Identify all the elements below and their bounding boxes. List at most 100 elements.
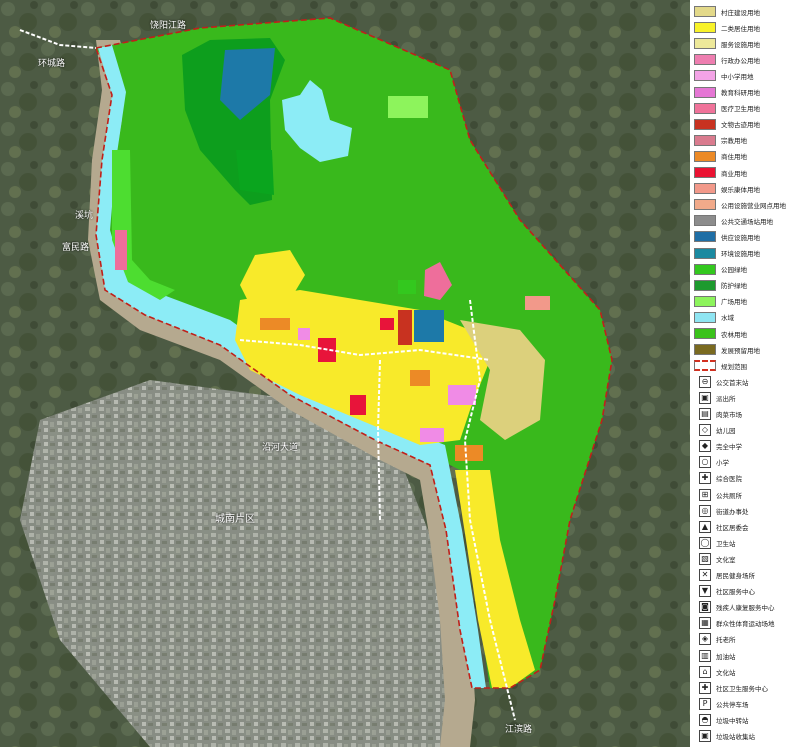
legend-label: 发展预留用地 [721, 346, 760, 355]
legend-item: 行政办公用地 [694, 52, 760, 67]
legend-swatch [694, 360, 716, 372]
legend-label: 公交首末站 [716, 378, 749, 387]
legend-label: 小学 [716, 459, 729, 468]
police-station-icon: ▣ [699, 391, 711, 404]
legend-swatch [694, 215, 716, 227]
legend-item: ▥加油站 [694, 648, 736, 663]
legend-item: 公园绿地 [694, 262, 747, 277]
legend-item: 文物古迹用地 [694, 117, 760, 132]
legend-label: 教育科研用地 [721, 89, 760, 97]
education-block [420, 428, 444, 442]
legend-swatch [694, 6, 716, 17]
legend-label: 加油站 [716, 652, 736, 661]
legend-label: 街道办事处 [716, 507, 749, 516]
plaza-block [398, 280, 416, 294]
legend-label: 公共厕所 [716, 491, 742, 500]
legend-item: ▧文化室 [694, 551, 736, 566]
mixed-use-block [410, 370, 430, 386]
legend-label: 供应设施用地 [721, 233, 760, 242]
legend-item: 二类居住用地 [694, 20, 760, 35]
legend-label: 娱乐康体用地 [721, 185, 760, 194]
legend-label: 社区卫生服务中心 [716, 684, 768, 693]
legend-swatch [694, 22, 716, 34]
legend-item: ◇ 幼儿园 [694, 423, 736, 438]
legend-swatch [694, 118, 716, 130]
legend-item: ⊞ 公共厕所 [694, 487, 742, 502]
legend-swatch [694, 70, 716, 82]
legend-item: ◎ 街道办事处 [694, 503, 749, 518]
legend-label: 公用设施营业网点用地 [721, 201, 786, 210]
legend-item: ◯卫生站 [694, 535, 736, 550]
legend-swatch [694, 199, 716, 211]
parking-icon: P [699, 697, 711, 710]
legend-swatch [694, 134, 716, 146]
commercial-block [350, 395, 366, 415]
culture-station-icon: ⌂ [699, 665, 711, 678]
legend-swatch [694, 247, 716, 259]
community-committee-icon: ▲ [699, 520, 711, 533]
legend-label: 垃圾站收集站 [716, 733, 755, 741]
legend-swatch [694, 344, 716, 356]
lake [282, 80, 352, 162]
legend-item: ◓ 垃圾中转站 [694, 712, 749, 727]
legend-item: ✕居民健身场所 [694, 568, 755, 583]
road [19, 29, 97, 49]
road-label-center: 沿河大道 [262, 443, 299, 453]
legend-swatch [694, 311, 716, 323]
utility-block [414, 310, 444, 342]
legend-label: 垃圾中转站 [716, 716, 749, 725]
legend-label: 文物古迹用地 [721, 121, 760, 130]
legend-item: ▦群众性体育运动场地 [694, 616, 775, 631]
legend-swatch [694, 295, 716, 307]
legend-item: 商住用地 [694, 149, 747, 164]
admin-block [424, 262, 452, 300]
garbage-collection-icon: ▣ [699, 730, 711, 742]
bus-terminal-icon: ⊖ [699, 375, 711, 388]
legend-item: 规划范围 [694, 358, 747, 373]
commercial-block [380, 318, 394, 330]
legend-swatch [694, 231, 716, 243]
health-station-icon: ◯ [699, 536, 711, 549]
legend-item: 服务设施用地 [694, 36, 760, 51]
sub-district-office-icon: ◎ [699, 504, 711, 517]
legend-label: 医疗卫生用地 [721, 105, 760, 114]
legend-swatch [694, 38, 716, 50]
legend-label: 公共交通场站用地 [721, 217, 773, 226]
legend-label: 派出所 [716, 394, 736, 403]
legend-label: 环境设施用地 [721, 250, 760, 258]
legend-label: 托老所 [716, 636, 736, 645]
legend-label: 幼儿园 [716, 427, 736, 436]
toilet-icon: ⊞ [699, 488, 711, 501]
legend-label: 村庄建设用地 [721, 8, 760, 17]
park-strip [112, 150, 175, 300]
legend-label: 二类居住用地 [721, 24, 760, 33]
legend-label: 农林用地 [721, 330, 747, 339]
legend-item: 广场用地 [694, 294, 747, 309]
legend-swatch [694, 150, 716, 162]
legend-label: 社区服务中心 [716, 588, 755, 597]
legend-label: 商业用地 [721, 169, 747, 178]
legend-label: 商住用地 [721, 153, 747, 162]
legend-label: 社区居委会 [716, 523, 749, 532]
legend-item: ▼社区服务中心 [694, 584, 755, 599]
garbage-transfer-icon: ◓ [699, 713, 711, 726]
legend-swatch [694, 263, 716, 275]
legend-item: 防护绿地 [694, 278, 747, 293]
road [239, 339, 491, 361]
legend-item: 水域 [694, 310, 734, 325]
legend-swatch [694, 86, 716, 98]
primary-school-icon: ○ [699, 456, 711, 469]
legend-label: 肉菜市场 [716, 411, 742, 419]
legend-item: 中小学用地 [694, 68, 754, 83]
legend-label: 规划范围 [721, 362, 747, 371]
legend-label: 文化站 [716, 668, 736, 677]
legend-swatch [694, 167, 716, 178]
legend-item: 发展预留用地 [694, 342, 760, 357]
legend-label: 中小学用地 [721, 72, 754, 81]
legend-item: ○ 小学 [694, 455, 729, 470]
legend-label: 综合医院 [716, 475, 742, 484]
legend-item: 农林用地 [694, 326, 747, 341]
legend-item: 公用设施营业网点用地 [694, 197, 786, 212]
kindergarten-icon: ◇ [699, 424, 711, 437]
